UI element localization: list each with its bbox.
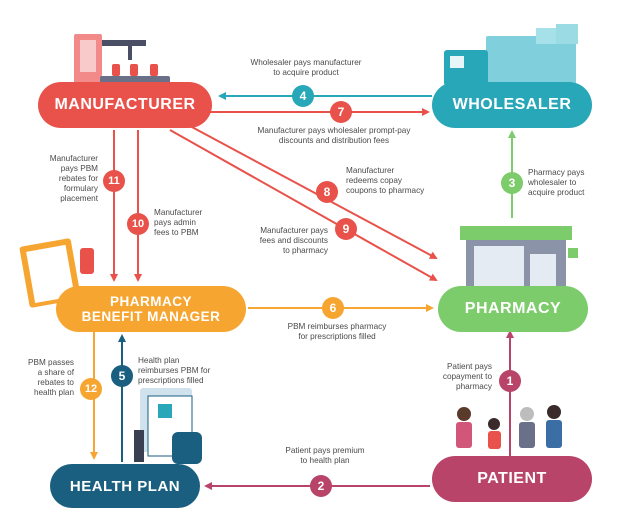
badge-6: 6: [322, 297, 344, 319]
store-icon: [460, 226, 578, 294]
pbm-label-line2: BENEFIT MANAGER: [81, 309, 221, 324]
badge-10: 10: [127, 213, 149, 235]
badge-8: 8: [316, 181, 338, 203]
medical-form-icon: [134, 388, 202, 464]
label-12: PBM passes a share of rebates to health …: [28, 358, 74, 397]
label-6: PBM reimburses pharmacy for prescription…: [287, 322, 387, 341]
badge-5: 5: [111, 365, 133, 387]
label-8: Manufacturer redeems copay coupons to ph…: [346, 166, 425, 195]
badge-9: 9: [335, 218, 357, 240]
badge-1: 1: [499, 370, 521, 392]
pbm-label-line1: PHARMACY: [109, 294, 192, 309]
truck-icon: [444, 24, 578, 94]
label-7: Manufacturer pays wholesaler prompt-pay …: [257, 126, 411, 145]
label-10: Manufacturer pays admin fees to PBM: [154, 208, 203, 237]
badge-4: 4: [292, 85, 314, 107]
badge-12: 12: [80, 378, 102, 400]
badge-7: 7: [330, 101, 352, 123]
label-1: Patient pays copayment to pharmacy: [442, 362, 492, 391]
manufacturer-node: MANUFACTURER: [38, 82, 212, 128]
people-icon: [456, 405, 562, 449]
patient-node: PATIENT: [432, 456, 592, 502]
label-9: Manufacturer pays fees and discounts to …: [259, 226, 328, 255]
label-4: Wholesaler pays manufacturer to acquire …: [250, 58, 362, 77]
health-plan-node: HEALTH PLAN: [50, 464, 200, 508]
badge-11: 11: [103, 170, 125, 192]
arrow-8: [189, 125, 438, 259]
label-5: Health plan reimburses PBM for prescript…: [138, 356, 211, 385]
label-11: Manufacturer pays PBM rebates for formul…: [49, 154, 98, 203]
badge-2: 2: [310, 475, 332, 497]
label-3: Pharmacy pays wholesaler to acquire prod…: [528, 168, 585, 197]
wholesaler-node: WHOLESALER: [432, 82, 592, 128]
arrow-9: [169, 129, 438, 281]
label-2: Patient pays premium to health plan: [285, 446, 365, 465]
pharmacy-node: PHARMACY: [438, 286, 588, 332]
pbm-node: PHARMACY BENEFIT MANAGER: [56, 286, 246, 332]
badge-3: 3: [501, 172, 523, 194]
factory-icon: [74, 34, 170, 86]
